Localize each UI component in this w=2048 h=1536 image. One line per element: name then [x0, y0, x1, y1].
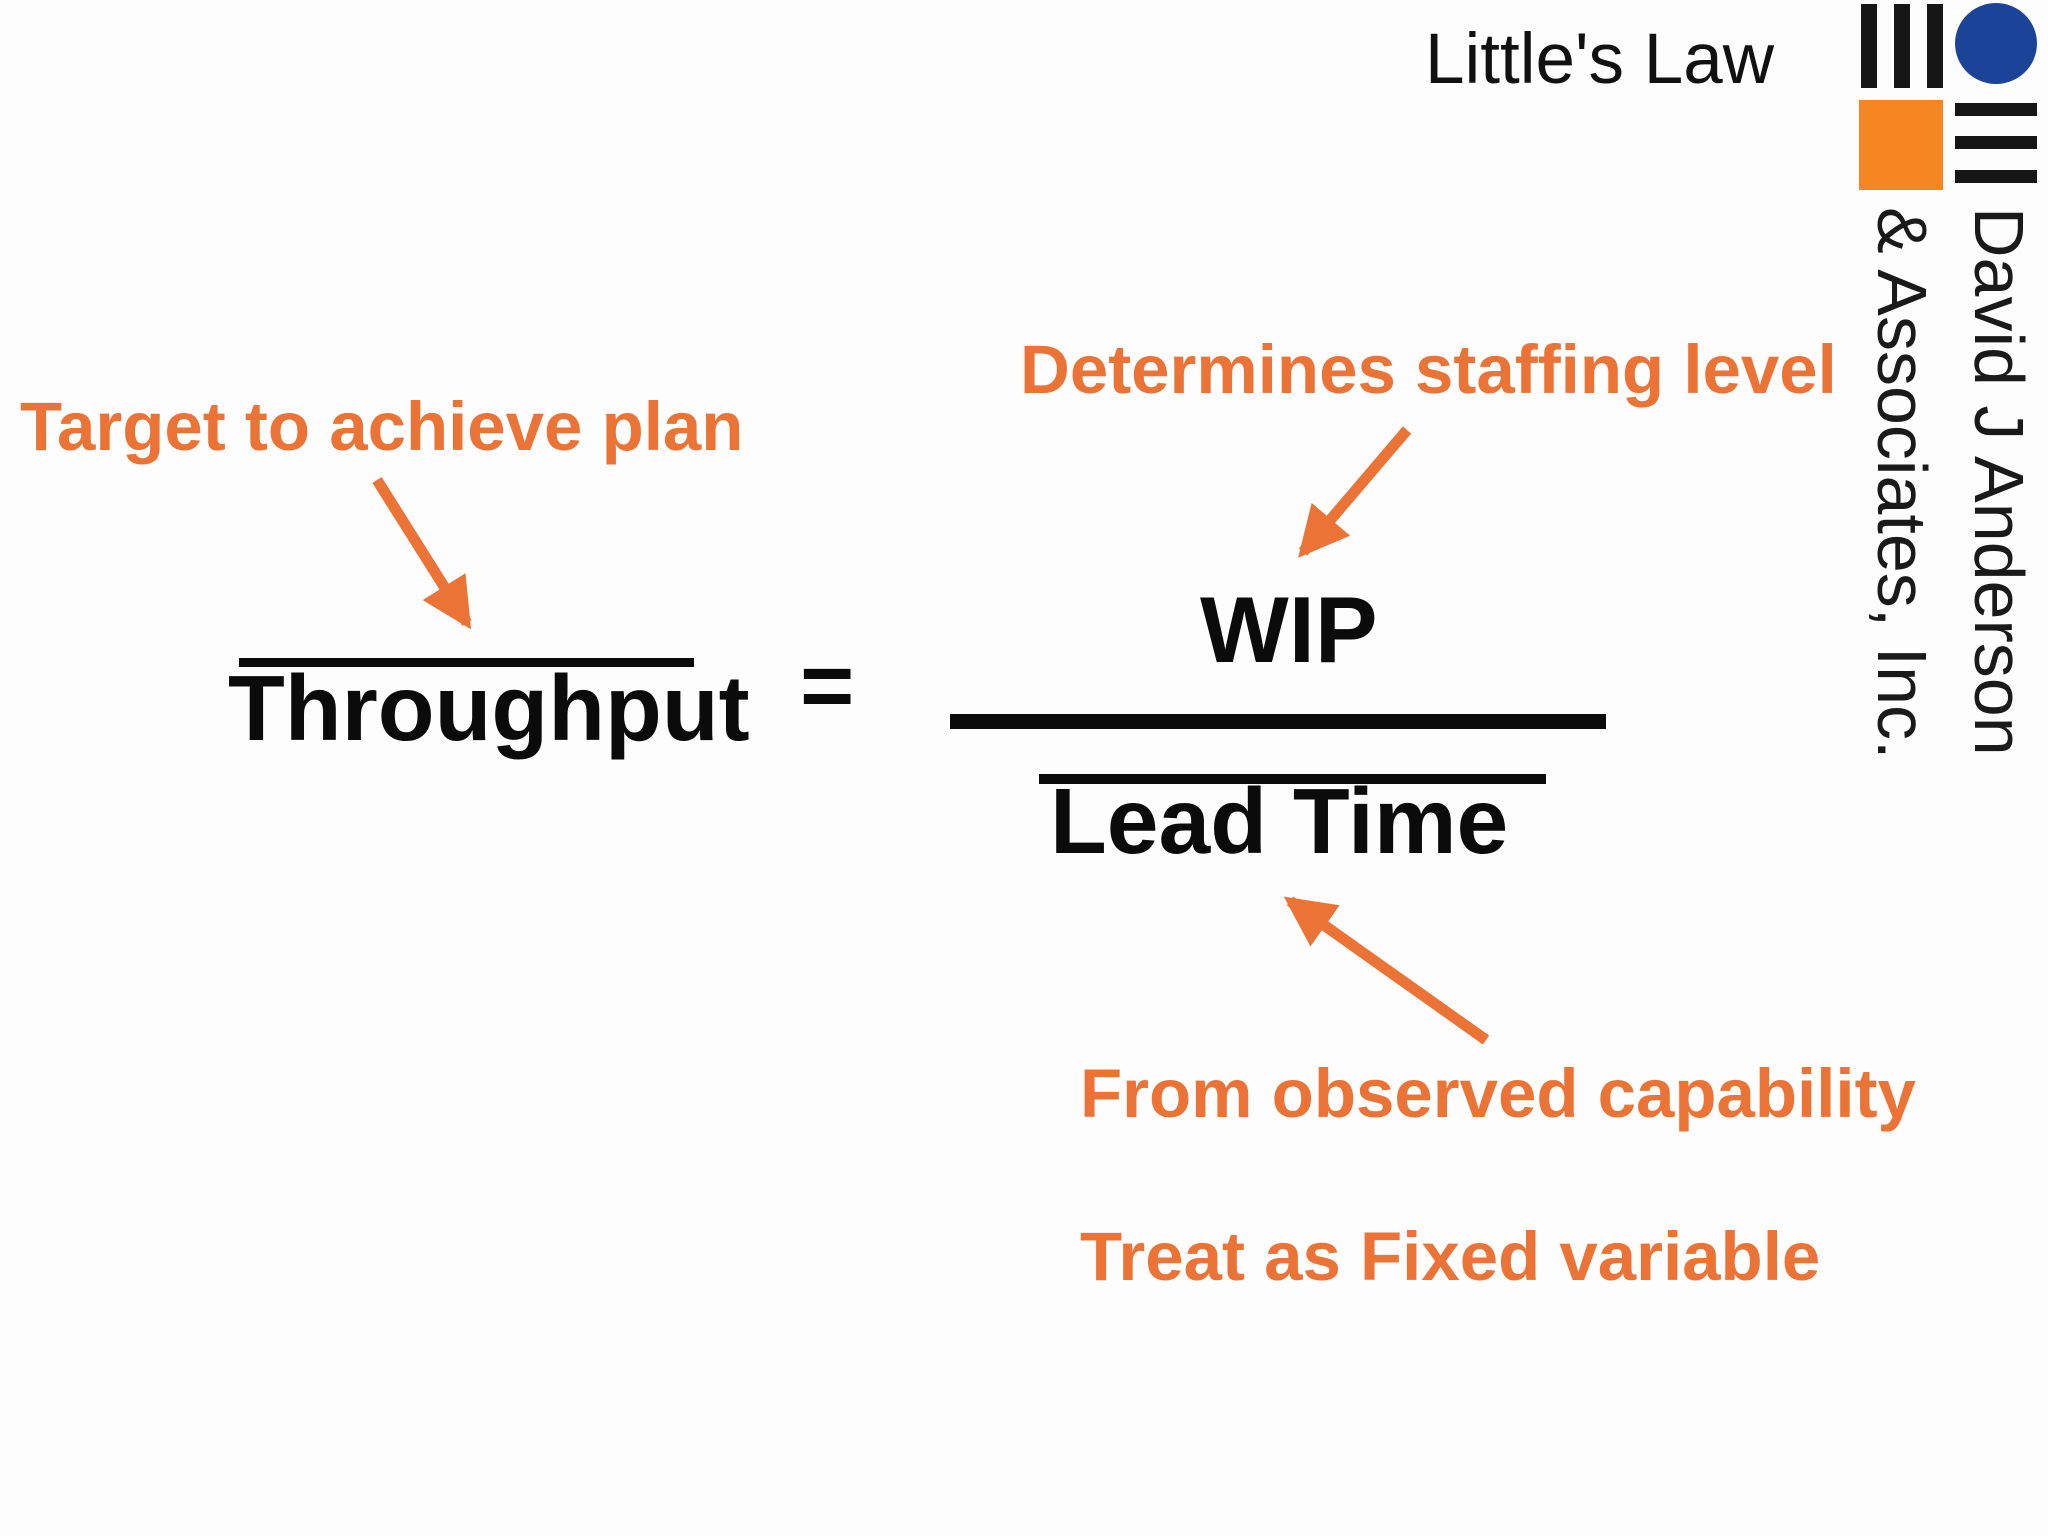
- annotation-target-to-achieve-plan: Target to achieve plan: [20, 388, 744, 465]
- slide-title: Little's Law: [1425, 20, 1775, 99]
- logo-orange-square-icon: [1859, 100, 1943, 190]
- fraction-bar: [950, 714, 1606, 729]
- formula-throughput: Throughput: [228, 656, 750, 760]
- annotation-from-observed-capability: From observed capability: [1080, 1055, 1916, 1132]
- logo-horizontal-bar-icon: [1955, 103, 2037, 116]
- arrow-target-to-throughput: [372, 477, 472, 630]
- annotation-treat-as-fixed-variable: Treat as Fixed variable: [1080, 1218, 1821, 1295]
- logo-horizontal-bar-icon: [1955, 170, 2037, 183]
- logo-horizontal-bar-icon: [1955, 136, 2037, 149]
- company-name-line2: & Associates, Inc.: [1863, 207, 1941, 760]
- formula-wip: WIP: [1200, 577, 1378, 682]
- formula-lead-time: Lead Time: [1050, 769, 1509, 873]
- lead-time-overline: [1039, 774, 1546, 784]
- arrow-staffing-to-wip: [1298, 426, 1412, 558]
- annotation-determines-staffing-level: Determines staffing level: [1020, 331, 1837, 408]
- company-name-vertical: David J Anderson & Associates, Inc.: [1853, 207, 2047, 807]
- company-logo: [1858, 3, 2040, 191]
- company-name-line1: David J Anderson: [1960, 207, 2038, 756]
- arrow-observed-to-lead-time: [1283, 896, 1490, 1045]
- logo-vertical-bar-icon: [1927, 4, 1943, 88]
- logo-vertical-bar-icon: [1894, 4, 1910, 88]
- logo-blue-circle-icon: [1955, 3, 2037, 84]
- logo-vertical-bar-icon: [1861, 4, 1877, 88]
- equals-sign: =: [800, 633, 855, 737]
- throughput-overline: [239, 658, 694, 667]
